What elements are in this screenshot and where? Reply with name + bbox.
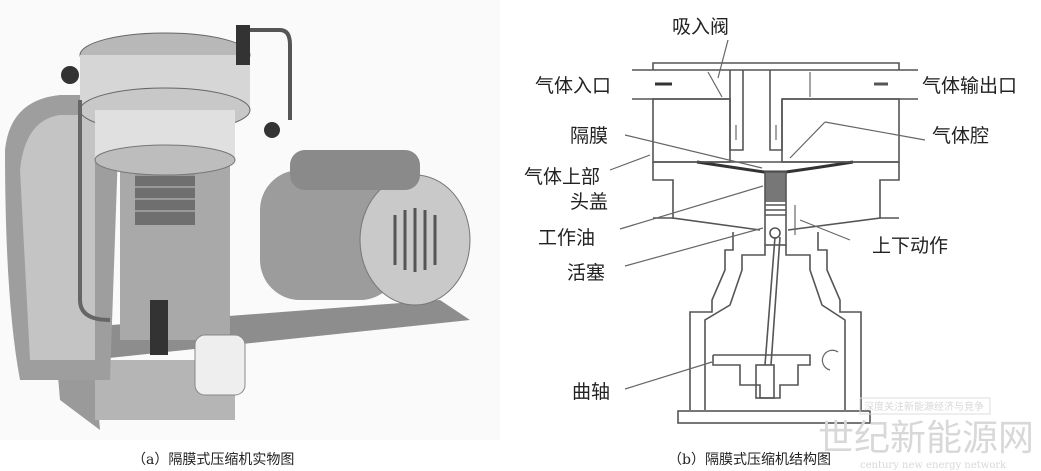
label-gas-outlet: 气体输出口: [922, 75, 1017, 97]
compressor-photo: [0, 0, 500, 440]
label-upper-head-line1: 气体上部: [524, 166, 600, 188]
label-piston: 活塞: [567, 262, 605, 284]
rotation-arrow-icon: [821, 349, 839, 371]
label-upper-head-line2: 头盖: [570, 191, 608, 213]
label-up-down-motion: 上下动作: [872, 235, 948, 257]
diaphragm: [696, 160, 854, 174]
compressor-structure-diagram: [609, 39, 926, 424]
figure-a-caption: （a）隔膜式压缩机实物图: [132, 452, 294, 468]
watermark-name: 世纪新能源网: [818, 418, 1034, 459]
figure-b-caption: （b）隔膜式压缩机结构图: [668, 452, 831, 468]
watermark: 深度关注新能源经济与竞争 世纪新能源网 century new energy n…: [818, 397, 1034, 471]
label-crankshaft: 曲轴: [572, 381, 610, 403]
label-working-oil: 工作油: [538, 227, 595, 249]
label-gas-inlet: 气体入口: [535, 75, 611, 97]
label-suction-valve: 吸入阀: [672, 16, 729, 38]
watermark-slogan: 深度关注新能源经济与竞争: [864, 400, 984, 413]
label-gas-chamber: 气体腔: [932, 125, 989, 147]
watermark-english: century new energy network: [860, 460, 1007, 471]
label-diaphragm: 隔膜: [570, 125, 608, 147]
